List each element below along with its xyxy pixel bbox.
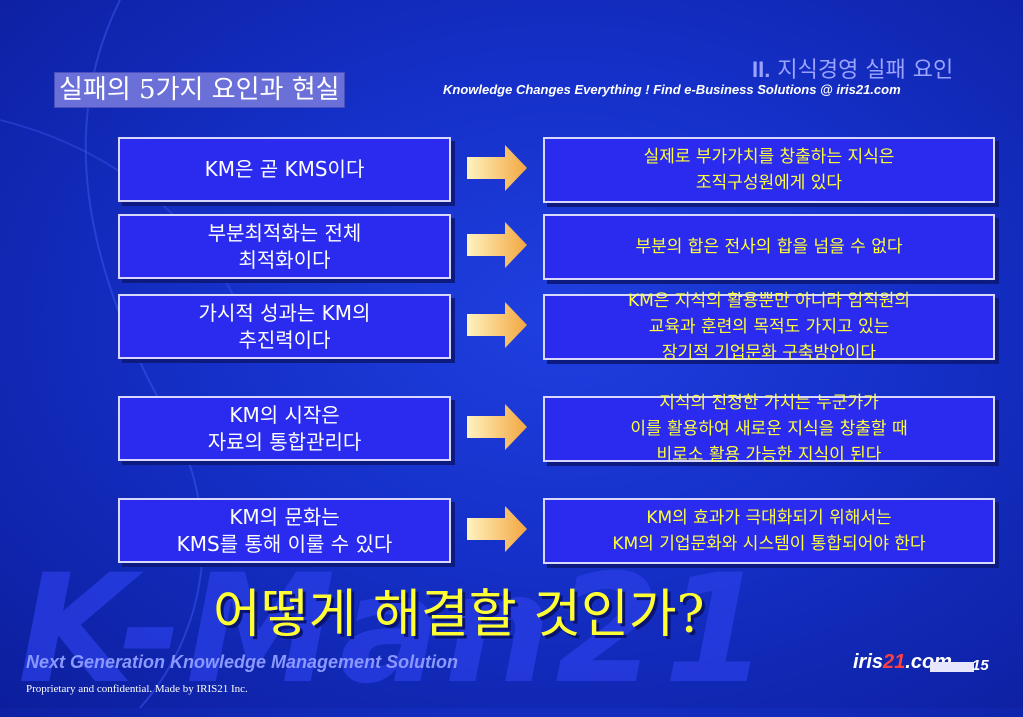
reality-line: 교육과 훈련의 목적도 가지고 있는 — [648, 317, 890, 337]
reality-box-5: KM의 효과가 극대화되기 위해서는 KM의 기업문화와 시스템이 통합되어야 한… — [543, 498, 995, 564]
reality-line: 부분의 합은 전사의 합을 넘을 수 없다 — [635, 237, 903, 257]
reality-line: 장기적 기업문화 구축방안이다 — [661, 343, 877, 363]
reality-box-2: 부분의 합은 전사의 합을 넘을 수 없다 — [543, 214, 995, 280]
factor-text: KM은 곧 KMS이다 — [205, 156, 365, 183]
factor-line: 최적화이다 — [238, 247, 331, 272]
factor-line: KMS를 통해 이룰 수 있다 — [176, 531, 393, 556]
factor-box-1: KM은 곧 KMS이다 — [118, 137, 451, 202]
right-arrow-icon — [467, 222, 527, 268]
factor-line: KM의 시작은 — [229, 402, 340, 427]
question-heading: 어떻게 해결할 것인가? — [213, 585, 705, 645]
reality-line: 실제로 부가가치를 창출하는 지식은 — [643, 147, 895, 167]
factor-line: 부분최적화는 전체 — [207, 220, 362, 245]
reality-text: KM의 효과가 극대화되기 위해서는 KM의 기업문화와 시스템이 통합되어야 한… — [612, 505, 925, 557]
reality-line: 조직구성원에게 있다 — [695, 173, 843, 193]
right-arrow-icon — [467, 145, 527, 191]
reality-line: 지식의 진정한 가치는 누군가가 — [659, 393, 879, 413]
factor-line: 가시적 성과는 KM의 — [198, 300, 371, 325]
reality-text: 부분의 합은 전사의 합을 넘을 수 없다 — [635, 234, 902, 260]
reality-line: KM은 지식의 활용뿐만 아니라 임직원의 — [627, 291, 911, 311]
section-number: II. — [752, 57, 771, 82]
factor-line: KM은 곧 KMS이다 — [204, 157, 365, 181]
slide-title: 실패의 5가지 요인과 현실 — [54, 72, 345, 108]
reality-line: KM의 효과가 극대화되기 위해서는 — [646, 508, 892, 528]
page-bar — [930, 662, 974, 672]
right-arrow-icon — [467, 404, 527, 450]
proprietary-notice: Proprietary and confidential. Made by IR… — [26, 683, 248, 695]
right-arrow-icon — [467, 302, 527, 348]
section-label: 지식경영 실패 요인 — [777, 58, 954, 83]
tagline: Knowledge Changes Everything ! Find e-Bu… — [443, 82, 901, 97]
logo-text-21: 21 — [883, 651, 906, 673]
watermark: K-Man21 — [18, 543, 772, 717]
footer-slogan: Next Generation Knowledge Management Sol… — [26, 652, 459, 672]
section-title: II. 지식경영 실패 요인 — [752, 52, 953, 84]
factor-line: KM의 문화는 — [229, 504, 340, 529]
page-number: 15 — [972, 657, 989, 674]
factor-line: 자료의 통합관리다 — [207, 429, 362, 454]
reality-line: 비로소 활용 가능한 지식이 된다 — [656, 445, 882, 465]
reality-line: 이를 활용하여 새로운 지식을 창출할 때 — [630, 419, 908, 439]
right-arrow-icon — [467, 506, 527, 552]
logo-text-iris: iris — [853, 651, 884, 673]
factor-line: 추진력이다 — [238, 327, 331, 352]
reality-line: KM의 기업문화와 시스템이 통합되어야 한다 — [612, 534, 926, 554]
